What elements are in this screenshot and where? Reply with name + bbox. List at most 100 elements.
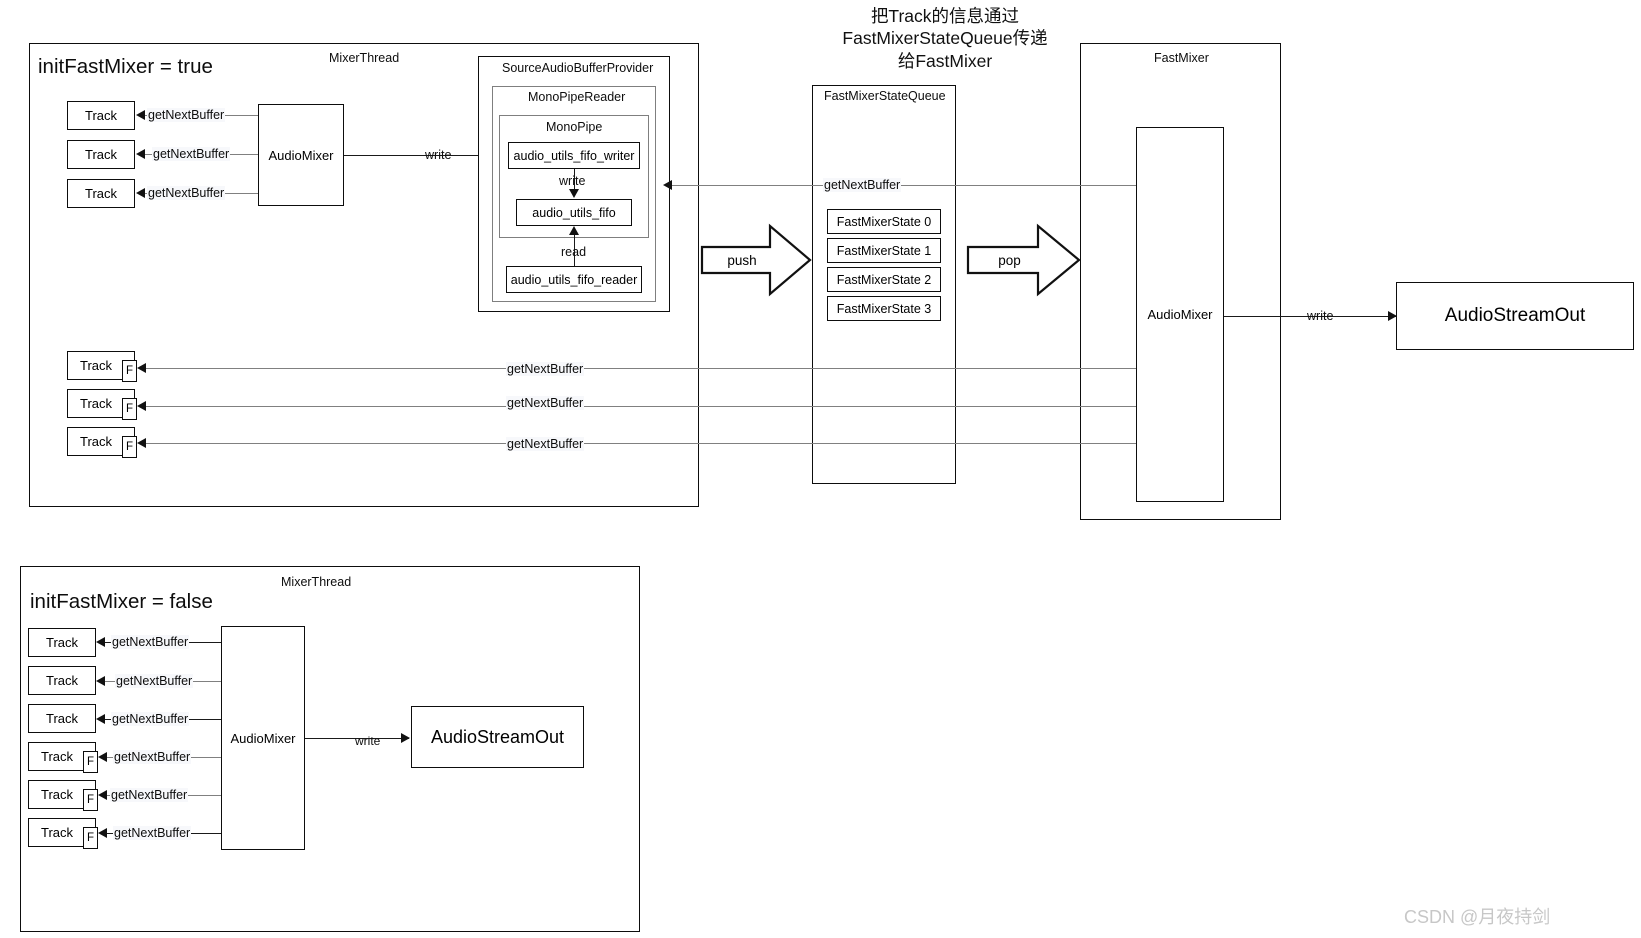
track-fast-badge: F [122,436,137,458]
write-label-bottom: write [355,734,381,748]
fastmixerstate-label: FastMixerState 3 [836,301,932,316]
arrow-head-left [136,110,145,120]
arrow-head-left [663,180,672,190]
getnextbuffer-label: getNextBuffer [152,147,231,161]
getnextbuffer-label: getNextBuffer [506,396,585,410]
track-box [28,704,96,733]
track-label: Track [45,635,79,650]
arrow-head-right [1388,311,1397,321]
track-box [28,628,96,657]
getnextbuffer-label: getNextBuffer [506,437,585,451]
pop-block-arrow: pop [966,222,1081,298]
init-fastmixer-false-heading: initFastMixer = false [30,590,213,613]
fastmixerstate-row [827,267,941,292]
arrow-head-right [401,733,410,743]
getnextbuffer-long-line [145,406,1136,407]
arrow-head-left [96,676,105,686]
arrow-head-left [96,714,105,724]
arrow-head-left [98,828,107,838]
diagram-annotation: 把Track的信息通过 FastMixerStateQueue传递 给FastM… [842,6,1048,71]
init-fastmixer-true-heading: initFastMixer = true [38,55,213,78]
arrow-head-up [569,226,579,235]
getnextbuffer-label: getNextBuffer [110,788,189,802]
fifo-label: audio_utils_fifo [532,205,616,220]
fastmixerstate-row [827,209,941,234]
track-label-fast: Track [40,825,74,840]
audiomixer-label-top: AudioMixer [268,147,334,163]
audiostreamout-box-top [1396,282,1634,350]
arrow-head-down [569,189,579,198]
track-label: Track [84,147,118,162]
getnextbuffer-label: getNextBuffer [113,750,192,764]
track-label-fast: Track [79,434,113,449]
monopipereader-title: MonoPipeReader [528,90,626,104]
getnextbuffer-label: getNextBuffer [506,362,585,376]
track-fast-badge: F [83,789,98,811]
fifo-reader-box [506,266,642,293]
mixerthread-frame-false-title: MixerThread [281,575,352,589]
fifo-box [516,199,632,226]
read-line-vertical [574,234,575,266]
getnextbuffer-label: getNextBuffer [111,712,190,726]
fifo-writer-label: audio_utils_fifo_writer [513,148,635,163]
audiomixer-box-top [258,104,344,206]
track-label: Track [45,673,79,688]
monopipe-title: MonoPipe [546,120,603,134]
getnextbuffer-label-queue: getNextBuffer [823,178,902,192]
pop-label: pop [998,252,1021,268]
track-label-fast: Track [40,749,74,764]
audiomixer-label-bottom: AudioMixer [230,730,296,746]
getnextbuffer-label: getNextBuffer [147,186,226,200]
write-line-top [344,155,505,156]
fastmixerstate-row [827,296,941,321]
arrow-head-left [98,752,107,762]
track-label-fast: Track [79,396,113,411]
track-label: Track [45,711,79,726]
getnextbuffer-label: getNextBuffer [111,635,190,649]
write-label-fastmixer: write [1307,309,1334,323]
getnextbuffer-long-line [145,443,1136,444]
track-label: Track [84,186,118,201]
getnextbuffer-long-line [670,185,1136,186]
getnextbuffer-long-line [145,368,1136,369]
track-label-fast: Track [40,787,74,802]
arrow-head-left [137,363,146,373]
write-line-fastmixer [1224,316,1396,317]
fastmixerstate-label: FastMixerState 1 [836,243,932,258]
mixerthread-frame-true-title: MixerThread [329,51,400,65]
audiomixer-box-bottom [221,626,305,850]
push-block-arrow: push [700,222,812,298]
track-box [67,101,135,130]
arrow-head-left [96,637,105,647]
track-fast-badge: F [83,751,98,773]
arrow-head-left [98,790,107,800]
write-line-bottom [305,738,409,739]
audiomixer-label-fastmixer: AudioMixer [1147,307,1213,322]
write-label-inner: write [559,174,586,188]
arrow-head-left [137,438,146,448]
track-box [67,140,135,169]
fifo-reader-label: audio_utils_fifo_reader [510,272,638,287]
track-fast-badge: F [122,398,137,420]
track-label: Track [84,108,118,123]
track-label-fast: Track [79,358,113,373]
fastmixerstatequeue-title: FastMixerStateQueue [824,89,946,103]
csdn-watermark: CSDN @月夜持剑 [1404,907,1551,927]
getnextbuffer-label: getNextBuffer [113,826,192,840]
fastmixerstate-label: FastMixerState 0 [836,214,932,229]
fastmixerstate-label: FastMixerState 2 [836,272,932,287]
fastmixer-title: FastMixer [1154,51,1209,65]
fifo-writer-box [508,142,640,169]
read-label-inner: read [561,245,587,259]
audiostreamout-box-bottom [411,706,584,768]
track-box [67,179,135,208]
track-fast-badge: F [122,360,137,382]
getnextbuffer-label: getNextBuffer [147,108,226,122]
arrow-head-left [136,149,145,159]
write-line-vertical [574,169,575,191]
push-label: push [727,252,757,268]
arrow-head-left [137,401,146,411]
write-label-top: write [425,148,452,162]
arrow-head-left [136,188,145,198]
audiomixer-box-fastmixer [1136,127,1224,502]
